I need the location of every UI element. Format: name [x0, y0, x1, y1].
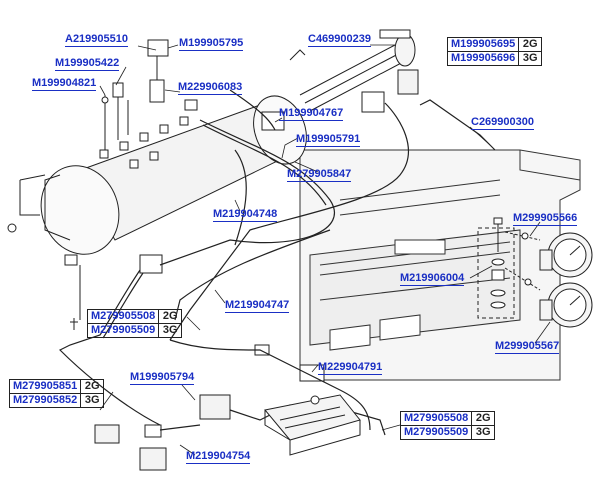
pressure-gauges	[504, 231, 593, 328]
part-label-c469900239[interactable]: C469900239	[308, 33, 372, 47]
part-label-m199905795[interactable]: M199905795	[179, 37, 244, 51]
heating-element	[289, 29, 416, 112]
table-row: M279905509 3G	[399, 425, 496, 440]
valves	[94, 69, 419, 471]
part-label-m299905567[interactable]: M299905567	[495, 340, 560, 354]
variant-table-right-bottom: M279905508 2G M279905509 3G	[399, 411, 496, 440]
table-row: M279905508 2G	[399, 411, 496, 426]
table-row: M279905851 2G	[8, 379, 105, 394]
part-label-m229906083[interactable]: M229906083	[178, 81, 243, 95]
variant-size: 2G	[518, 37, 543, 52]
part-label-m229904791[interactable]: M229904791	[318, 361, 383, 375]
variant-code-3g[interactable]: M199905696	[446, 51, 520, 66]
nozzle-parts	[490, 217, 506, 309]
variant-size: 2G	[80, 379, 105, 394]
machine-frame	[299, 149, 581, 381]
part-label-m219906004[interactable]: M219906004	[400, 272, 465, 286]
table-row: M199905695 2G	[446, 37, 543, 52]
variant-table-left-mid: M279905508 2G M279905509 3G	[86, 309, 183, 338]
variant-code-2g[interactable]: M279905851	[8, 379, 82, 394]
variant-size: 2G	[471, 411, 496, 426]
variant-code-3g[interactable]: M279905852	[8, 393, 82, 408]
variant-size: 3G	[80, 393, 105, 408]
pump-assembly	[264, 394, 361, 456]
part-label-m219904747[interactable]: M219904747	[225, 299, 290, 313]
part-label-m279905847[interactable]: M279905847	[287, 168, 352, 182]
variant-code-3g[interactable]: M279905509	[86, 323, 160, 338]
part-label-c269900300[interactable]: C269900300	[471, 116, 535, 130]
part-label-m199905422[interactable]: M199905422	[55, 57, 120, 71]
variant-size: 3G	[158, 323, 183, 338]
variant-table-left-bottom: M279905851 2G M279905852 3G	[8, 379, 105, 408]
table-row: M199905696 3G	[446, 51, 543, 66]
detail-box	[477, 227, 515, 319]
variant-size: 3G	[471, 425, 496, 440]
variant-size: 2G	[158, 309, 183, 324]
part-label-m299905566[interactable]: M299905566	[513, 212, 578, 226]
part-label-m199904767[interactable]: M199904767	[279, 107, 344, 121]
part-label-m199904821[interactable]: M199904821	[32, 77, 97, 91]
part-label-m219904748[interactable]: M219904748	[213, 208, 278, 222]
table-row: M279905852 3G	[8, 393, 105, 408]
variant-code-3g[interactable]: M279905509	[399, 425, 473, 440]
variant-size: 3G	[518, 51, 543, 66]
part-label-m219904754[interactable]: M219904754	[186, 450, 251, 464]
variant-code-2g[interactable]: M199905695	[446, 37, 520, 52]
table-row: M279905508 2G	[86, 309, 183, 324]
part-label-m199905794[interactable]: M199905794	[130, 371, 195, 385]
variant-code-2g[interactable]: M279905508	[399, 411, 473, 426]
boiler-fittings	[99, 39, 198, 169]
part-label-m199905791[interactable]: M199905791	[296, 133, 361, 147]
table-row: M279905509 3G	[86, 323, 183, 338]
variant-table-heater: M199905695 2G M199905696 3G	[446, 37, 543, 66]
leader-lines	[99, 44, 551, 456]
part-label-a219905510[interactable]: A219905510	[65, 33, 129, 47]
variant-code-2g[interactable]: M279905508	[86, 309, 160, 324]
